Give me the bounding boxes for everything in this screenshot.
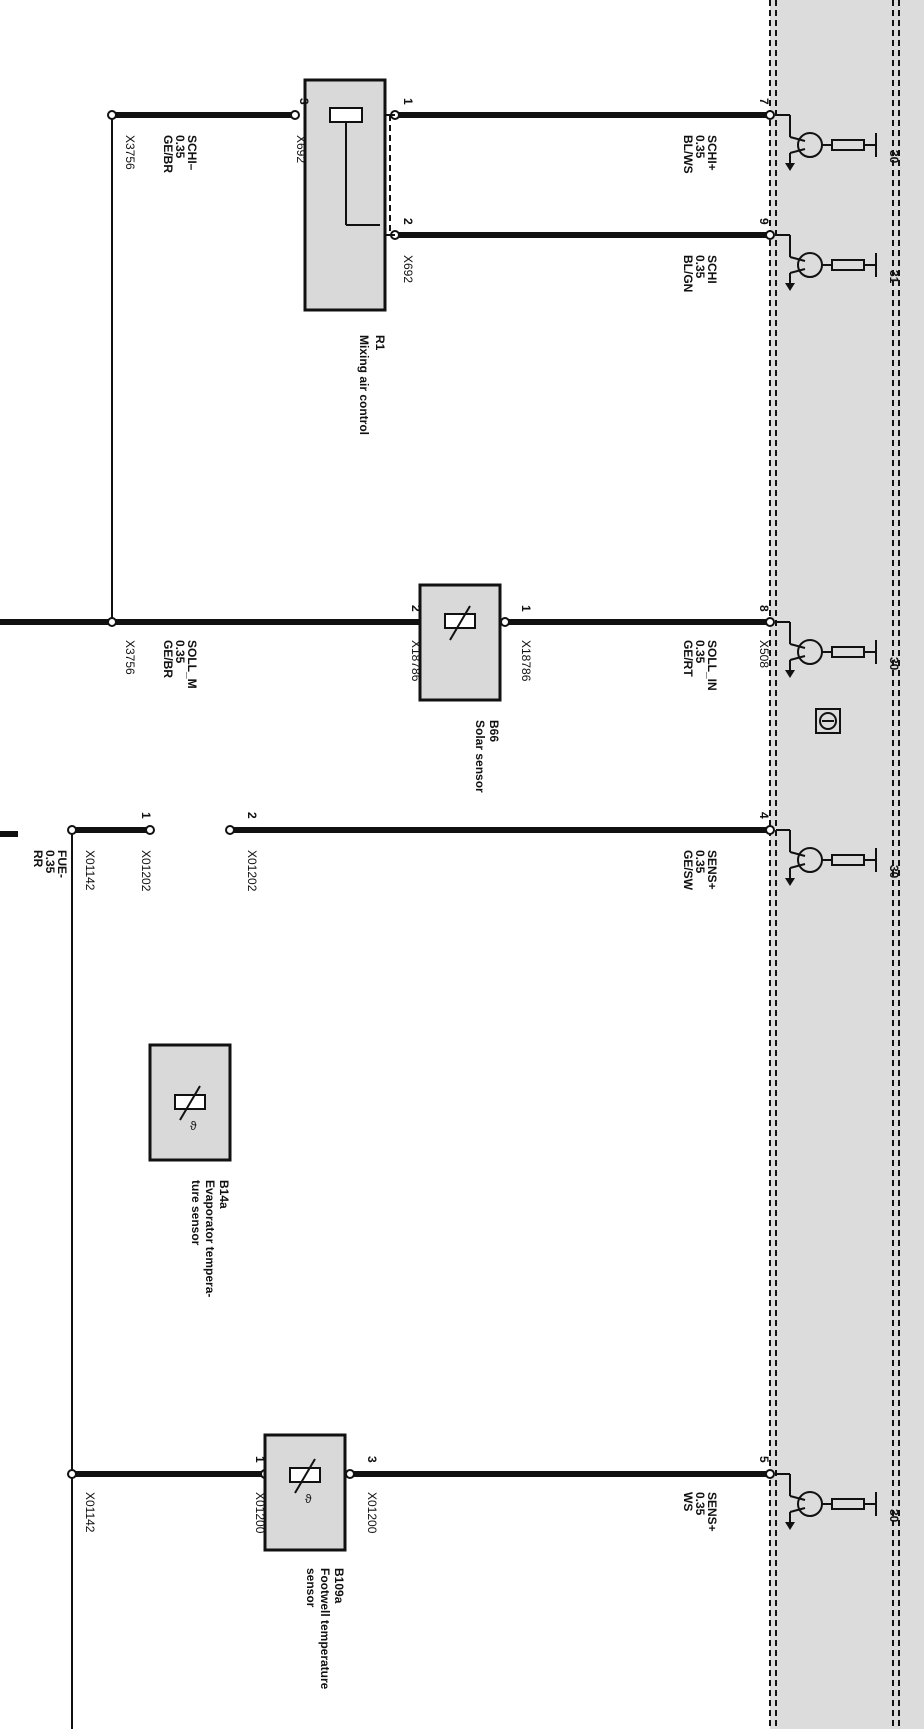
transistor-icon [776, 621, 877, 678]
component-b109a: ϑ [263, 1433, 347, 1552]
b109a-desc-2: sensor [304, 1568, 318, 1608]
wire-foot-ground [67, 1469, 270, 1479]
module-ref-3: 30 [887, 657, 901, 671]
schi-plus-size: 0.35 [693, 135, 707, 159]
schi-plus-name: SCHI+ [705, 135, 719, 171]
wire-evap-ground [67, 825, 155, 835]
b14a-pin1: 1 [139, 812, 153, 819]
sens-foot-size: 0.35 [693, 1492, 707, 1516]
soll-in-color: GE/RT [681, 640, 695, 677]
b14a-id: B14a [217, 1180, 231, 1209]
transistor-icon [776, 114, 877, 171]
wire-schi-minus [107, 110, 300, 120]
transistor-icon [776, 234, 877, 291]
schi-name: SCHI [705, 255, 719, 284]
schi-pin: 9 [757, 218, 771, 225]
soll-m-size: 0.35 [173, 640, 187, 664]
b109a-id: B109a [332, 1568, 346, 1604]
r1-desc: Mixing air control [357, 335, 371, 435]
b66-connector-2: X18786 [409, 640, 423, 682]
r1-pin2: 2 [401, 218, 415, 225]
x01142-connector-1: X01142 [83, 850, 97, 891]
sens-evap-name: SENS+ [705, 850, 719, 890]
schi-color: BL/GN [681, 255, 695, 292]
wire-schi [390, 230, 775, 240]
schi-minus-color: GE/BR [161, 135, 175, 173]
soll-m-name: SOLL_M [185, 640, 199, 689]
r1-connector-2: X692 [401, 255, 415, 283]
wire-schi-plus [390, 110, 775, 120]
b14a-pin2: 2 [245, 812, 259, 819]
r1-id: R1 [373, 335, 387, 351]
svg-text:ϑ: ϑ [190, 1119, 197, 1133]
fue-name: FUE- [55, 850, 69, 878]
sens-evap-pin: 4 [757, 812, 771, 819]
b109a-connector-3: X01200 [365, 1492, 379, 1534]
schi-plus-color: BL/WS [681, 135, 695, 174]
wire-soll-m [107, 617, 435, 627]
soll-in-name: SOLL_IN [705, 640, 719, 691]
r1-pin3: 3 [297, 98, 311, 105]
svg-text:ϑ: ϑ [305, 1492, 312, 1506]
soll-in-pin: 8 [757, 605, 771, 612]
b66-pin2: 2 [409, 605, 423, 612]
wire-sens-foot [345, 1469, 775, 1479]
schi-minus-connector: X3756 [123, 135, 137, 170]
soll-in-connector: X508 [757, 640, 771, 668]
b14a-desc-1: Evaporator tempera- [203, 1180, 217, 1297]
labels: R1 Mixing air control 3 1 2 X692 X692 X3… [31, 98, 901, 1690]
module-ref-5: 30 [887, 1509, 901, 1523]
module-ref-1: 30 [887, 150, 901, 164]
b109a-pin1: 1 [253, 1456, 267, 1463]
schi-minus-name: SCHI– [185, 135, 199, 171]
transistor-icon [776, 829, 877, 886]
module-ref-2: 31 [887, 270, 901, 284]
schi-minus-size: 0.35 [173, 135, 187, 159]
schi-size: 0.35 [693, 255, 707, 279]
sens-evap-size: 0.35 [693, 850, 707, 874]
b66-desc: Solar sensor [473, 720, 487, 793]
control-module [769, 0, 924, 1729]
transistor-icon [776, 1473, 877, 1530]
fue-color: RR [31, 850, 45, 868]
fue-size: 0.35 [43, 850, 57, 874]
b109a-pin3: 3 [365, 1456, 379, 1463]
sens-foot-color: WS [681, 1492, 695, 1511]
sens-evap-color: GE/SW [681, 850, 695, 891]
b66-connector-1: X18786 [519, 640, 533, 682]
r1-connector-3: X692 [294, 135, 308, 163]
schi-plus-pin: 7 [757, 98, 771, 105]
sens-foot-name: SENS+ [705, 1492, 719, 1532]
sens-foot-pin: 5 [757, 1456, 771, 1463]
b14a-desc-2: ture sensor [189, 1180, 203, 1246]
module-ref-4: 30 [887, 865, 901, 879]
wire-sens-evap [225, 825, 775, 835]
b109a-desc-1: Footwell temperature [318, 1568, 332, 1690]
x01142-connector-2: X01142 [83, 1492, 97, 1533]
b66-pin1: 1 [519, 605, 533, 612]
b14a-connector-2: X01202 [245, 850, 259, 892]
b109a-connector-1: X01200 [253, 1492, 267, 1534]
module-transistors [776, 114, 877, 1530]
component-b66 [418, 583, 502, 702]
b66-id: B66 [487, 720, 501, 742]
soll-in-size: 0.35 [693, 640, 707, 664]
soll-m-connector: X3756 [123, 640, 137, 675]
module-ground-icon [815, 708, 841, 734]
b14a-connector-1: X01202 [139, 850, 153, 892]
component-b14a: ϑ [148, 1043, 232, 1162]
r1-pin1: 1 [401, 98, 415, 105]
component-r1 [303, 78, 395, 312]
wire-soll-in [500, 617, 775, 627]
soll-m-color: GE/BR [161, 640, 175, 678]
